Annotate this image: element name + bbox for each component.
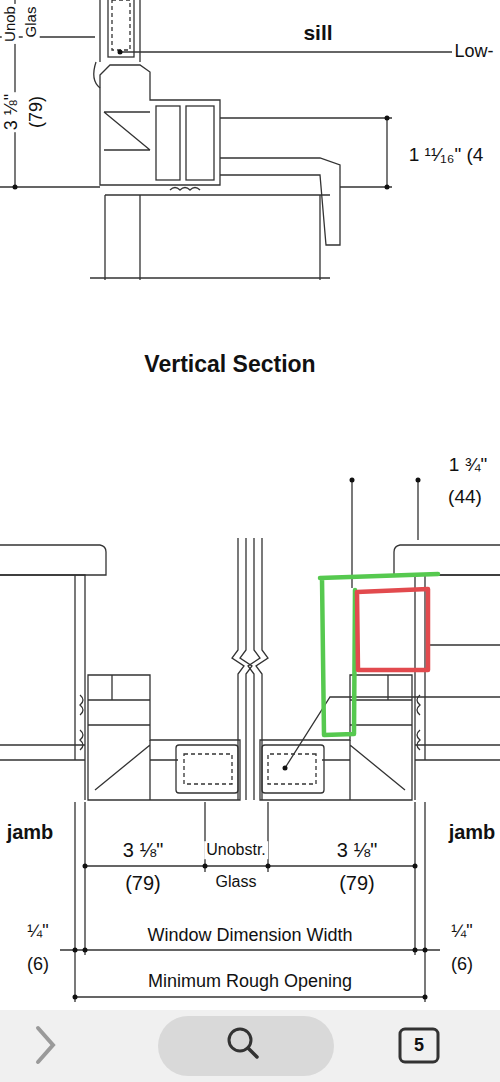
dimension-text: 3 ⅛" (2, 92, 22, 132)
drawing-stroke (266, 864, 271, 869)
drawing-stroke (416, 478, 421, 483)
dimension-text: 1 ¾" (447, 455, 489, 476)
sill-webs (104, 112, 150, 150)
dimension-text: (79) (123, 872, 163, 894)
dimension-text: (6) (25, 955, 51, 975)
search-pill (158, 1016, 334, 1076)
dimension-text: Window Dimension Width (145, 926, 354, 946)
red-highlight (357, 589, 428, 670)
sill-chamber (156, 106, 180, 180)
drawing-stroke (13, 185, 18, 190)
leader-line (352, 480, 418, 588)
horizontal-section (60, 480, 500, 1002)
dimension-text: (79) (27, 94, 47, 130)
callout-text: Low- (452, 42, 495, 62)
drawing-stroke (423, 948, 428, 953)
part-label: jamb (447, 821, 498, 843)
part-label: jamb (5, 821, 56, 843)
dimension-text: 3 ⅛" (335, 839, 379, 861)
tab-icon (400, 1029, 438, 1062)
left-jamb (0, 538, 252, 800)
leader-line (120, 51, 452, 52)
search-icon (248, 1048, 257, 1057)
drawing-stroke (413, 948, 418, 953)
glass-unit (108, 0, 134, 57)
drawing-stroke (83, 864, 88, 869)
drawing-stroke (350, 478, 355, 483)
drawing-stroke (385, 116, 390, 121)
drawing-stroke (83, 948, 88, 953)
dimension-line (0, 0, 100, 187)
dimension-ticks (73, 478, 428, 1000)
part-label: sill (301, 21, 334, 44)
dimension-line (220, 118, 392, 187)
drawing-stroke (73, 948, 78, 953)
vertical-section (0, 0, 452, 280)
dimension-line (60, 866, 440, 997)
sill-nose (220, 158, 340, 245)
dimension-text: Glas (23, 5, 40, 40)
leader-line (285, 645, 500, 768)
dimension-text: (6) (449, 955, 475, 975)
glass-edge (112, 0, 130, 50)
dimension-text: (44) (446, 487, 484, 508)
back-chevron (38, 1028, 53, 1062)
wall-line (90, 195, 330, 280)
dimension-text: Glass (214, 873, 259, 891)
toolbar (0, 1010, 500, 1082)
drawing-stroke (413, 864, 418, 869)
glazing-bead (94, 62, 100, 88)
drawing-stroke (423, 995, 428, 1000)
tab-count: 5 (412, 1036, 426, 1056)
sill-chamber (186, 106, 214, 180)
extension-line (75, 802, 425, 1002)
drawing-stroke (203, 864, 208, 869)
dimension-text: Minimum Rough Opening (146, 972, 354, 992)
dimension-ticks (13, 35, 390, 190)
dimension-text: ¼" (449, 922, 474, 942)
right-jamb (248, 538, 500, 800)
dimension-text: Unobstr. (204, 841, 268, 859)
dimension-text: 3 ⅛" (121, 839, 165, 861)
dimension-text: ¼" (25, 922, 50, 942)
drawing-stroke (385, 185, 390, 190)
drawing-stroke (73, 995, 78, 1000)
dimension-text: 1 ¹¹⁄₁₆" (4 (407, 145, 486, 166)
drawing-stroke (283, 766, 288, 771)
dimension-text: (79) (337, 872, 377, 894)
weatherstrip (170, 188, 200, 191)
green-highlight (320, 574, 438, 735)
dimension-text: Unob (2, 4, 19, 44)
drawing-stroke (118, 50, 123, 55)
sill-frame (100, 65, 220, 185)
section-title: Vertical Section (142, 352, 317, 377)
